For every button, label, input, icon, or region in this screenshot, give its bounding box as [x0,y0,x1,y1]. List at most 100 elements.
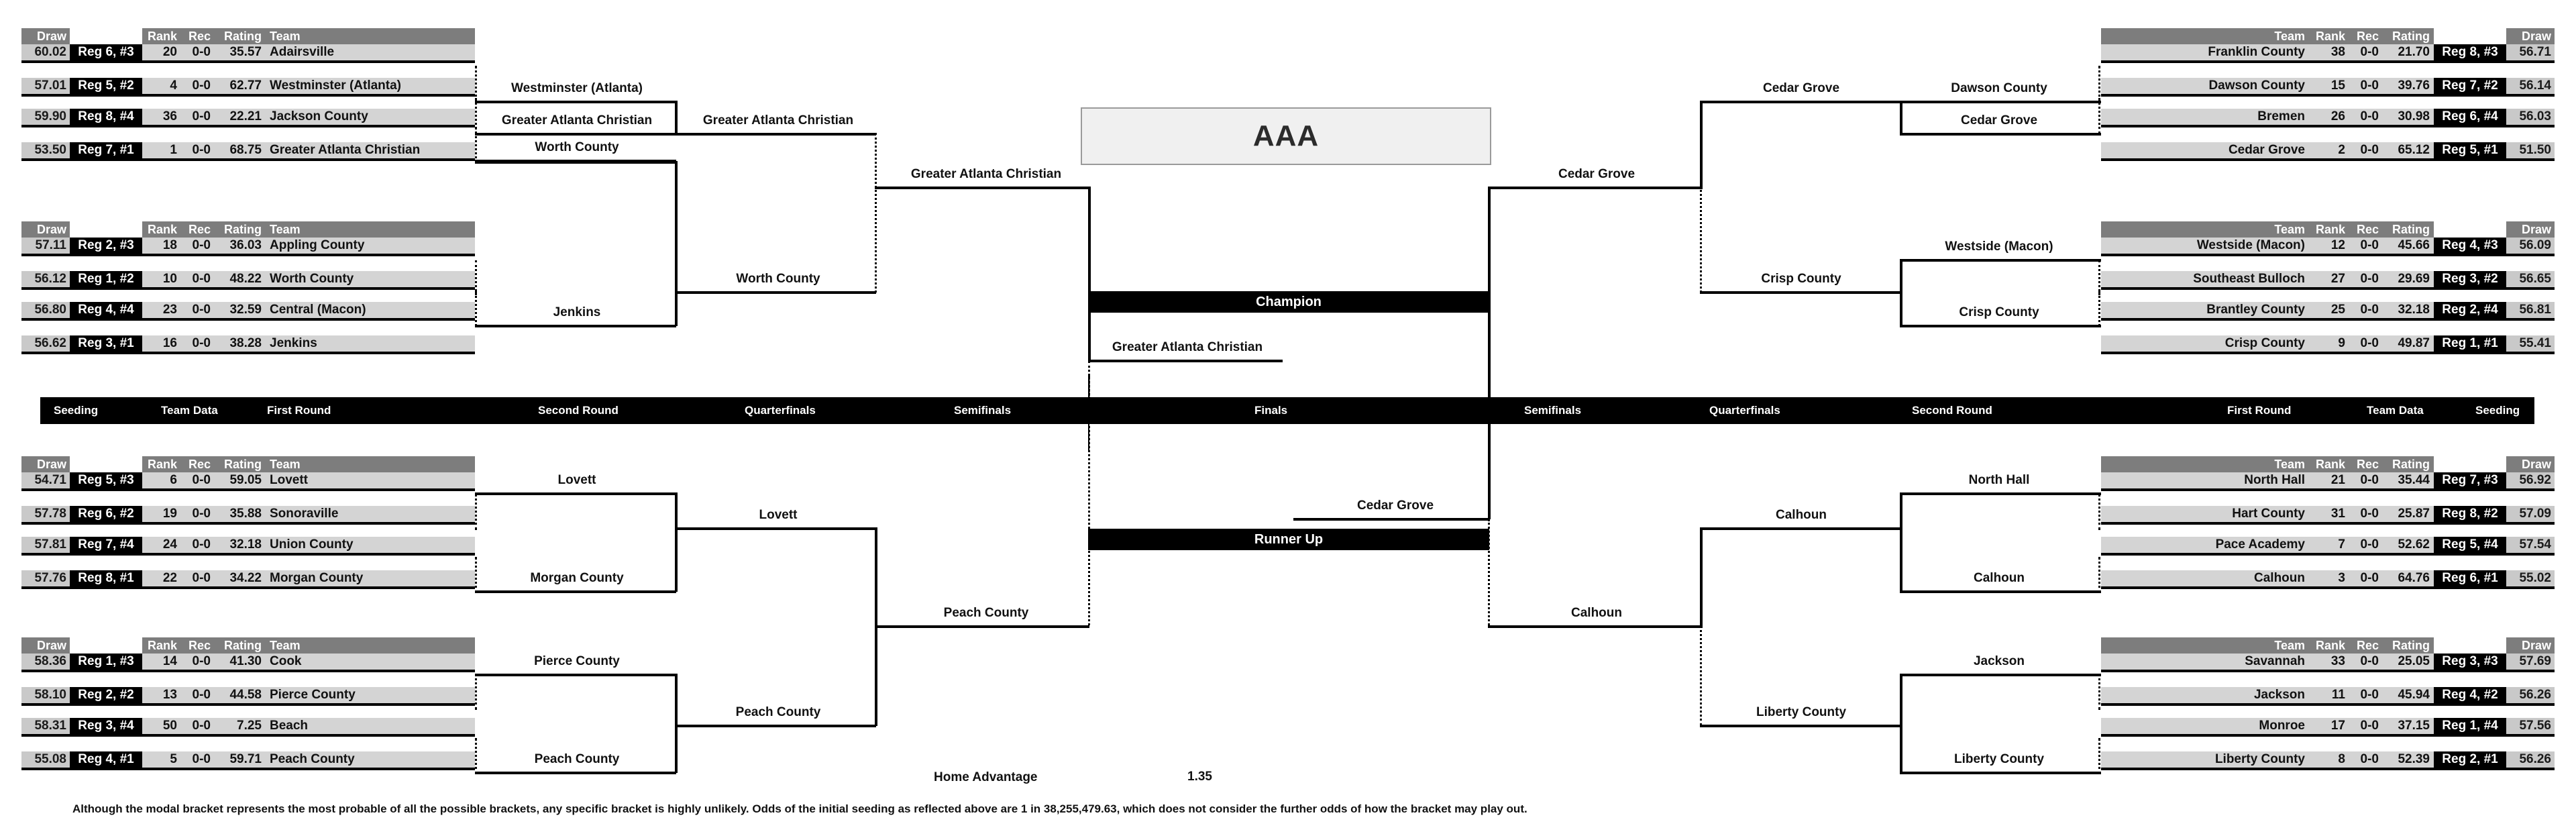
cell-draw: 56.12 [21,271,70,287]
advance-label-semifinal: Calhoun [1571,606,1622,620]
cell-seed: Reg 2, #1 [2434,751,2506,768]
table-row[interactable]: Bremen 26 0-0 30.98 Reg 6, #4 56.03 [2101,109,2555,127]
cell-rating: 34.22 [216,570,266,586]
seed-group-bottom-left: Draw Rank Rec Rating Team 58.36 Reg 1, #… [21,637,475,770]
table-row[interactable]: 53.50 Reg 7, #1 1 0-0 68.75 Greater Atla… [21,142,475,161]
table-row[interactable]: Southeast Bulloch 27 0-0 29.69 Reg 3, #2… [2101,271,2555,290]
cell-team: Central (Macon) [266,302,475,318]
cell-draw: 56.65 [2506,271,2555,287]
table-row[interactable]: Franklin County 38 0-0 21.70 Reg 8, #3 5… [2101,44,2555,63]
cell-draw: 56.26 [2506,687,2555,703]
header-rating: Rating [216,637,266,654]
cell-draw: 56.80 [21,302,70,318]
table-row[interactable]: 58.31 Reg 3, #4 50 0-0 7.25 Beach [21,718,475,737]
table-row[interactable]: Cedar Grove 2 0-0 65.12 Reg 5, #1 51.50 [2101,142,2555,161]
connector-horizontal [1700,725,1901,727]
cell-team: Beach [266,718,475,734]
table-row[interactable]: Crisp County 9 0-0 49.87 Reg 1, #1 55.41 [2101,335,2555,354]
cell-rec: 0-0 [181,506,216,522]
cell-rating: 41.30 [216,654,266,670]
connector-horizontal [1088,360,1283,362]
cell-draw: 56.62 [21,335,70,352]
table-row[interactable]: 56.12 Reg 1, #2 10 0-0 48.22 Worth Count… [21,271,475,290]
header-team: Team [266,637,475,654]
connector-horizontal [875,625,1089,628]
connector-horizontal [1900,133,2101,136]
table-row[interactable]: 57.81 Reg 7, #4 24 0-0 32.18 Union Count… [21,537,475,556]
cell-rank: 11 [2310,687,2349,703]
cell-rec: 0-0 [2349,142,2384,158]
table-row[interactable]: 57.76 Reg 8, #1 22 0-0 34.22 Morgan Coun… [21,570,475,589]
cell-rec: 0-0 [2349,109,2384,125]
connector-dotted [2098,494,2100,530]
advance-label-r2: Calhoun [1776,508,1827,522]
cell-rating: 52.62 [2384,537,2434,553]
table-row[interactable]: Calhoun 3 0-0 64.76 Reg 6, #1 55.02 [2101,570,2555,589]
connector-horizontal [1900,325,2101,327]
advance-label-r1: Westside (Macon) [1945,240,2053,254]
cell-team: Monroe [2101,718,2310,734]
cell-draw: 57.81 [21,537,70,553]
cell-team: Dawson County [2101,78,2310,94]
table-row[interactable]: Brantley County 25 0-0 32.18 Reg 2, #4 5… [2101,302,2555,321]
table-row[interactable]: 58.10 Reg 2, #2 13 0-0 44.58 Pierce Coun… [21,687,475,706]
seed-group-bottom-right: Team Rank Rec Rating Draw Savannah 33 0-… [2101,637,2555,770]
header-seed [2434,637,2506,654]
cell-rank: 27 [2310,271,2349,287]
table-row[interactable]: Jackson 11 0-0 45.94 Reg 4, #2 56.26 [2101,687,2555,706]
table-row[interactable]: 57.11 Reg 2, #3 18 0-0 36.03 Appling Cou… [21,238,475,256]
cell-seed: Reg 3, #2 [2434,271,2506,287]
table-row[interactable]: 57.01 Reg 5, #2 4 0-0 62.77 Westminster … [21,78,475,97]
cell-seed: Reg 5, #4 [2434,537,2506,553]
cell-seed: Reg 3, #1 [70,335,142,352]
table-row[interactable]: 59.90 Reg 8, #4 36 0-0 22.21 Jackson Cou… [21,109,475,127]
table-row[interactable]: North Hall 21 0-0 35.44 Reg 7, #3 56.92 [2101,472,2555,491]
cell-rating: 21.70 [2384,44,2434,60]
cell-rank: 17 [2310,718,2349,734]
table-row[interactable]: 55.08 Reg 4, #1 5 0-0 59.71 Peach County [21,751,475,770]
advance-label-r2: Peach County [735,705,821,719]
table-row[interactable]: 56.80 Reg 4, #4 23 0-0 32.59 Central (Ma… [21,302,475,321]
connector-dotted [475,494,477,530]
table-row[interactable]: 58.36 Reg 1, #3 14 0-0 41.30 Cook [21,654,475,672]
connector-horizontal [1700,527,1901,530]
header-rating: Rating [216,221,266,238]
table-row[interactable]: Westside (Macon) 12 0-0 45.66 Reg 4, #3 … [2101,238,2555,256]
cell-rec: 0-0 [181,718,216,734]
cell-seed: Reg 5, #3 [70,472,142,488]
advance-label-r1: Dawson County [1951,81,2047,95]
cell-rank: 36 [142,109,181,125]
cell-rec: 0-0 [181,751,216,768]
advance-label-semifinal: Cedar Grove [1558,167,1635,181]
table-row[interactable]: 57.78 Reg 6, #2 19 0-0 35.88 Sonoraville [21,506,475,525]
round-label-seeding-right: Seeding [2475,404,2520,417]
cell-rec: 0-0 [2349,472,2384,488]
table-header: Team Rank Rec Rating Draw [2101,221,2555,238]
cell-draw: 57.54 [2506,537,2555,553]
header-rank: Rank [142,28,181,44]
advance-label-finalist-right: Cedar Grove [1356,499,1434,513]
connector-vertical [1900,101,1902,136]
table-row[interactable]: Liberty County 8 0-0 52.39 Reg 2, #1 56.… [2101,751,2555,770]
cell-team: Appling County [266,238,475,254]
table-row[interactable]: Savannah 33 0-0 25.05 Reg 3, #3 57.69 [2101,654,2555,672]
table-row[interactable]: Pace Academy 7 0-0 52.62 Reg 5, #4 57.54 [2101,537,2555,556]
home-advantage-label: Home Advantage [934,770,1038,784]
table-row[interactable]: 54.71 Reg 5, #3 6 0-0 59.05 Lovett [21,472,475,491]
table-row[interactable]: 60.02 Reg 6, #3 20 0-0 35.57 Adairsville [21,44,475,63]
advance-label-r2: Worth County [736,272,820,286]
connector-horizontal [475,161,676,164]
connector-vertical [1900,674,1902,773]
table-row[interactable]: Hart County 31 0-0 25.87 Reg 8, #2 57.09 [2101,506,2555,525]
table-row[interactable]: Dawson County 15 0-0 39.76 Reg 7, #2 56.… [2101,78,2555,97]
round-label-first-round-left: First Round [267,404,331,417]
cell-rating: 52.39 [2384,751,2434,768]
table-row[interactable]: Monroe 17 0-0 37.15 Reg 1, #4 57.56 [2101,718,2555,737]
advance-label-r2: Lovett [759,508,798,522]
connector-dotted [875,133,877,293]
cell-rec: 0-0 [181,335,216,352]
cell-rank: 10 [142,271,181,287]
round-label-bar: Seeding Team Data First Round Second Rou… [40,397,2534,424]
table-row[interactable]: 56.62 Reg 3, #1 16 0-0 38.28 Jenkins [21,335,475,354]
advance-label-semifinal: Greater Atlanta Christian [910,167,1062,181]
